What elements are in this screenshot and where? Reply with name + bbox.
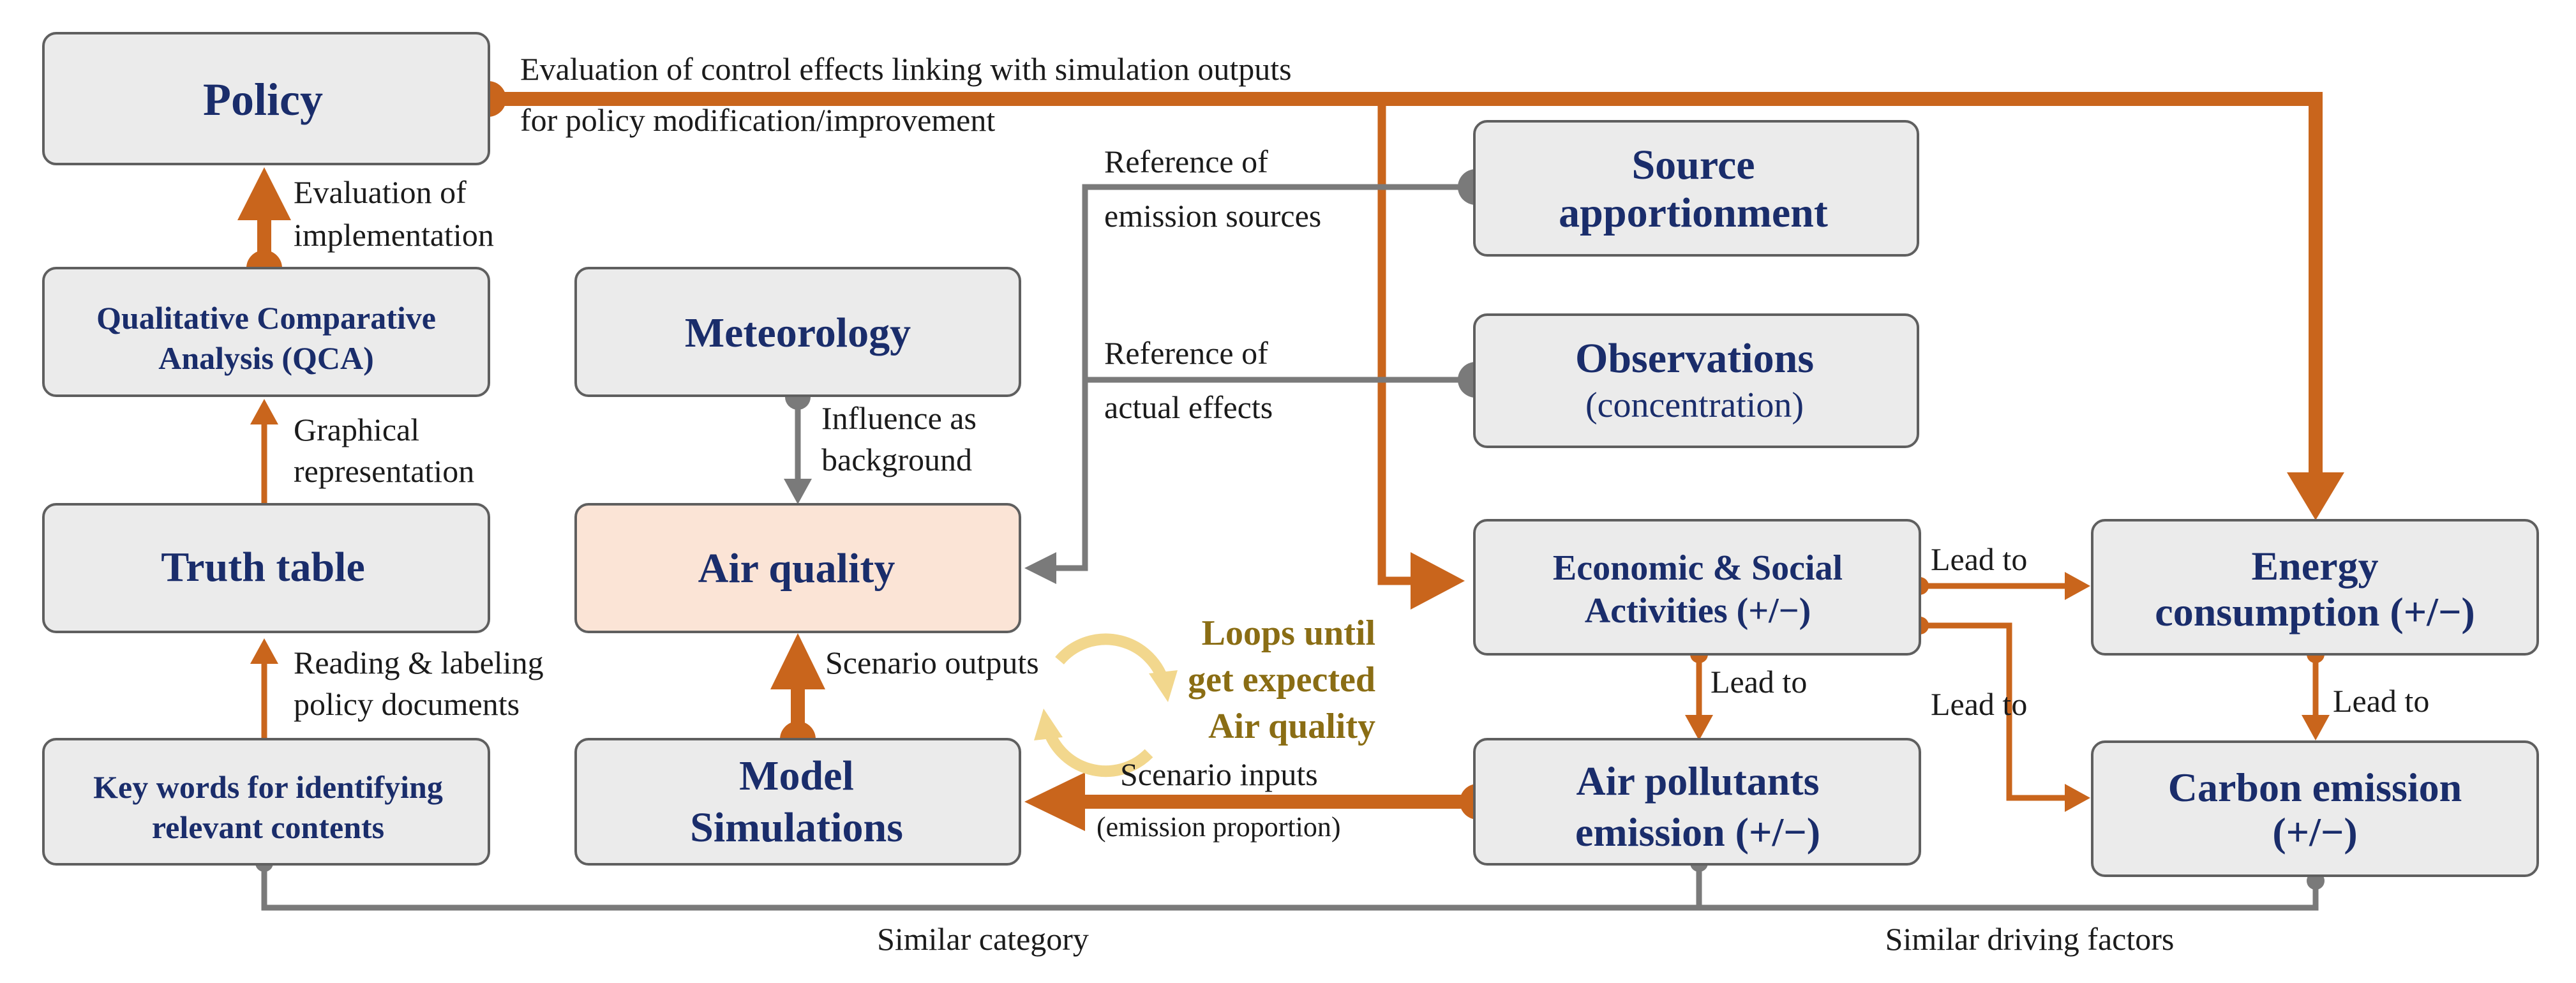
model-simulations-box: Model Simulations <box>574 738 1021 866</box>
energy-label-line1: Energy <box>2251 543 2378 589</box>
economic-to-pollutants-arrow <box>1685 645 1713 740</box>
policy-to-economic-arrow <box>1377 99 1465 610</box>
influence-label-line2: background <box>821 442 972 477</box>
air-pollutants-box: Air pollutants emission (+/−) <box>1473 738 1921 866</box>
eval-impl-label-line2: implementation <box>294 217 494 253</box>
reading-label-line2: policy documents <box>294 686 520 722</box>
meteorology-label: Meteorology <box>685 310 911 356</box>
graphical-label-line1: Graphical <box>294 412 419 447</box>
eval-impl-label-line1: Evaluation of <box>294 174 467 210</box>
pollutants-label-line2: emission (+/−) <box>1575 809 1820 855</box>
truth-table-label: Truth table <box>161 544 365 590</box>
energy-label-line2: consumption (+/−) <box>2155 589 2475 634</box>
keywords-to-truth-arrow <box>250 638 278 740</box>
source-apportionment-box: Source apportionment <box>1473 120 1919 257</box>
loop-label-line1: Loops until <box>1202 613 1375 653</box>
lead-to-carbon-from-energy-label: Lead to <box>2333 683 2429 719</box>
carbon-label-line2: (+/−) <box>2272 809 2357 855</box>
ref-actual-label-line2: actual effects <box>1104 389 1273 425</box>
graphical-label-line2: representation <box>294 453 474 489</box>
source-label-line1: Source <box>1631 142 1755 188</box>
model-label-line1: Model <box>739 753 854 799</box>
model-label-line2: Simulations <box>690 804 903 851</box>
influence-label-line1: Influence as <box>821 400 977 436</box>
qca-label-line1: Qualitative Comparative <box>96 300 436 336</box>
similar-category-label: Similar category <box>877 921 1089 957</box>
energy-consumption-box: Energy consumption (+/−) <box>2091 519 2539 656</box>
pollutants-label-line1: Air pollutants <box>1576 758 1819 804</box>
lead-to-pollutants-label: Lead to <box>1711 664 1807 700</box>
similar-driving-connector <box>1699 872 2325 911</box>
air-quality-label: Air quality <box>698 545 895 592</box>
emission-proportion-label: (emission proportion) <box>1097 811 1341 843</box>
keywords-label-line2: relevant contents <box>152 809 384 845</box>
qca-label-line2: Analysis (QCA) <box>158 340 374 376</box>
keywords-box: Key words for identifying relevant conte… <box>42 738 490 866</box>
energy-to-carbon-arrow <box>2302 645 2330 740</box>
economic-label-line1: Economic & Social <box>1553 548 1843 588</box>
ref-actual-label-line1: Reference of <box>1104 335 1268 371</box>
truth-table-box: Truth table <box>42 503 490 633</box>
loop-label-line2: get expected <box>1188 660 1375 700</box>
eval-control-label-line2: for policy modification/improvement <box>520 102 995 138</box>
carbon-emission-box: Carbon emission (+/−) <box>2091 740 2539 877</box>
reading-label-line1: Reading & labeling <box>294 645 544 680</box>
carbon-label-line1: Carbon emission <box>2168 765 2462 810</box>
source-label-line2: apportionment <box>1559 190 1828 236</box>
scenario-outputs-label: Scenario outputs <box>825 645 1039 680</box>
loop-cycle-icon <box>1034 633 1178 777</box>
qca-box: Qualitative Comparative Analysis (QCA) <box>42 267 490 397</box>
policy-label: Policy <box>203 74 323 125</box>
meteorology-box: Meteorology <box>574 267 1021 397</box>
observations-label-line1: Observations <box>1575 335 1814 382</box>
keywords-label-line1: Key words for identifying <box>93 769 443 805</box>
ref-emission-label-line2: emission sources <box>1104 198 1321 234</box>
observations-box: Observations (concentration) <box>1473 313 1919 448</box>
economic-label-line2: Activities (+/−) <box>1585 591 1811 631</box>
lead-to-carbon-label: Lead to <box>1931 686 2027 722</box>
air-quality-box: Air quality <box>574 503 1021 633</box>
truth-to-qca-arrow <box>250 399 278 504</box>
meteorology-to-airquality-arrow <box>784 384 812 504</box>
policy-box: Policy <box>42 32 490 165</box>
lead-to-energy-label: Lead to <box>1931 541 2027 577</box>
eval-control-label-line1: Evaluation of control effects linking wi… <box>520 51 1292 87</box>
observations-label-line2: (concentration) <box>1585 386 1804 425</box>
similar-driving-label: Similar driving factors <box>1885 921 2175 957</box>
loop-label-line3: Air quality <box>1208 707 1375 746</box>
economic-social-box: Economic & Social Activities (+/−) <box>1473 519 1921 656</box>
ref-emission-label-line1: Reference of <box>1104 144 1268 179</box>
scenario-inputs-label: Scenario inputs <box>1120 756 1318 792</box>
